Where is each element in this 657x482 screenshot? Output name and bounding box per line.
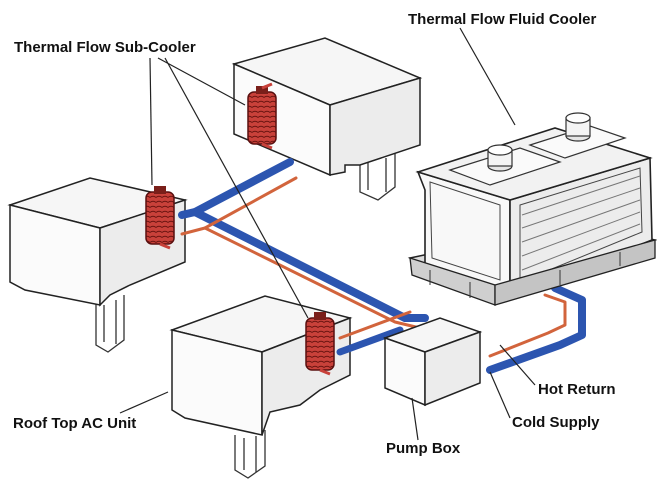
roof-top-ac-unit-label: Roof Top AC Unit <box>13 415 137 432</box>
sub-cooler-coil-top <box>247 82 277 150</box>
fluid-cooler-label: Thermal Flow Fluid Cooler <box>408 11 597 28</box>
sub-cooler-coil-left <box>145 186 175 250</box>
sub-cooler-label: Thermal Flow Sub-Cooler <box>14 39 196 56</box>
sub-cooler-coil-bottom <box>305 312 335 376</box>
leader-lines <box>119 27 536 441</box>
fluid-cooler <box>407 112 657 306</box>
rooftop-ac-unit-left <box>7 177 188 353</box>
hot-return-label: Hot Return <box>538 381 616 398</box>
pump-box-label: Pump Box <box>386 440 461 457</box>
cold-supply-label: Cold Supply <box>512 414 600 431</box>
hot-return-pipes <box>180 176 567 358</box>
cold-supply-pipes <box>178 158 586 374</box>
pump-box <box>382 317 483 407</box>
